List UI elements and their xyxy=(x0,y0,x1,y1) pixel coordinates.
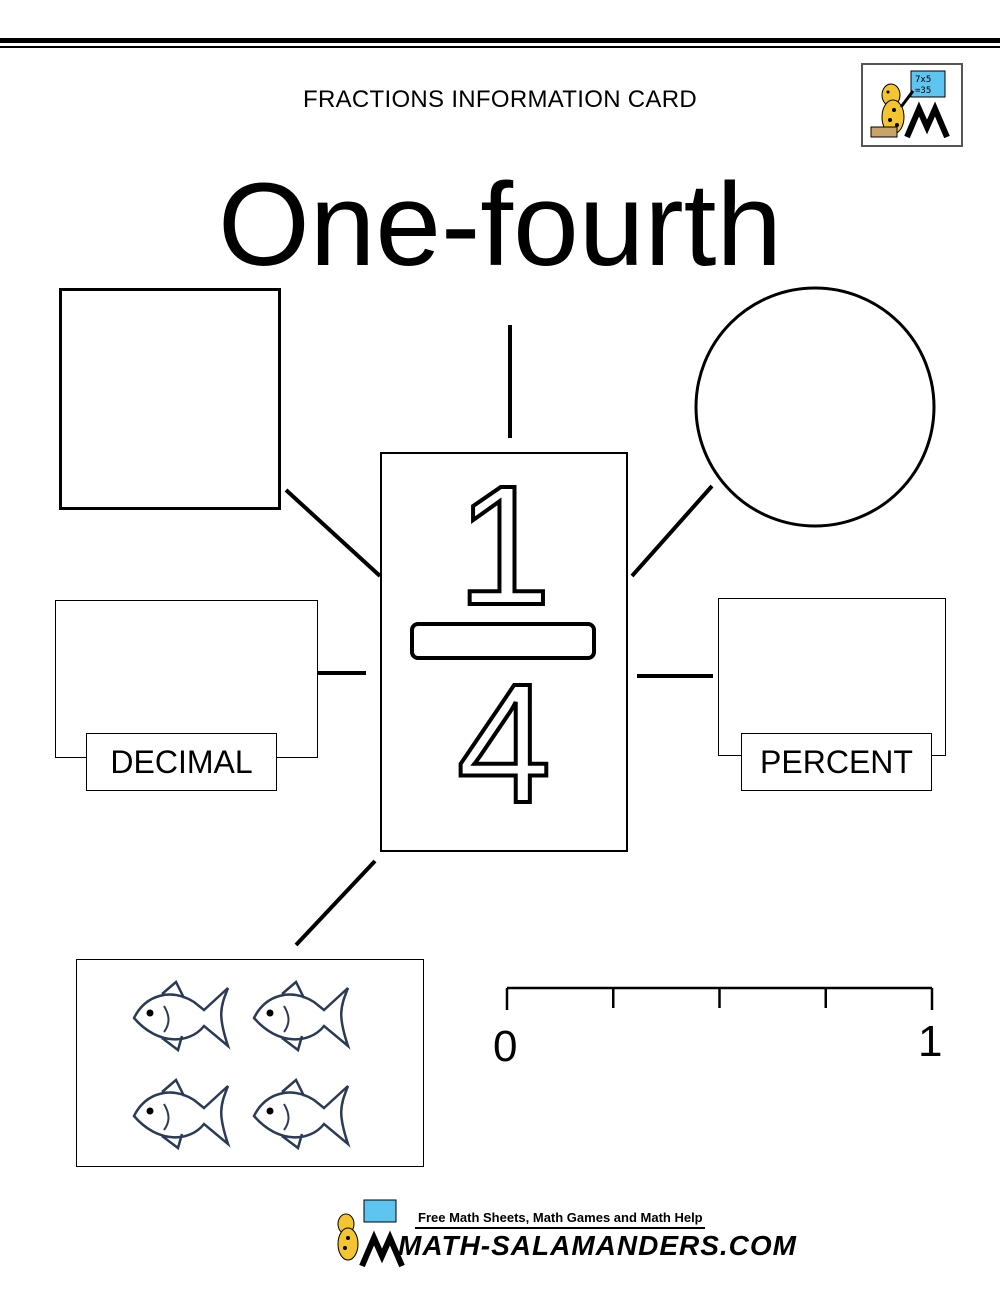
connector-square xyxy=(284,488,382,578)
card-label: FRACTIONS INFORMATION CARD xyxy=(302,86,697,113)
fraction-numerator: 1 xyxy=(457,454,552,641)
decimal-label: DECIMAL xyxy=(86,733,277,791)
number-line xyxy=(505,986,934,1010)
header-rule-thin xyxy=(0,46,1000,48)
footer-rule xyxy=(415,1227,705,1229)
fish-icon xyxy=(252,1078,351,1151)
number-line-start-label: 0 xyxy=(493,1022,518,1071)
fish-icon xyxy=(132,980,231,1053)
footer-logo-icon xyxy=(337,1199,405,1268)
fish-group xyxy=(132,980,351,1151)
connector-circle xyxy=(630,484,714,578)
svg-text:=35: =35 xyxy=(915,86,931,96)
fraction-bar xyxy=(410,622,596,660)
connector-set xyxy=(294,859,377,947)
page-title: One-fourth xyxy=(217,159,783,291)
fish-icon xyxy=(132,1078,231,1151)
footer-site-link[interactable]: MATH-SALAMANDERS.COM xyxy=(398,1230,797,1261)
percent-label: PERCENT xyxy=(741,733,932,791)
footer-tagline: Free Math Sheets, Math Games and Math He… xyxy=(418,1210,703,1225)
fraction-display: 1 4 xyxy=(410,449,596,841)
header-rule xyxy=(0,38,1000,43)
square-shape xyxy=(59,288,281,510)
salamander-icon: 7x5 =35 xyxy=(870,70,950,139)
circle-shape xyxy=(694,286,936,528)
fish-set-box xyxy=(76,959,424,1167)
salamander-logo: 7x5 =35 xyxy=(861,63,963,147)
fraction-card: 1 4 xyxy=(380,449,628,852)
percent-box xyxy=(718,598,946,756)
svg-text:7x5: 7x5 xyxy=(915,75,931,85)
fraction-denominator: 4 xyxy=(457,649,552,839)
fish-icon xyxy=(252,980,351,1053)
number-line-end-label: 1 xyxy=(918,1017,943,1066)
